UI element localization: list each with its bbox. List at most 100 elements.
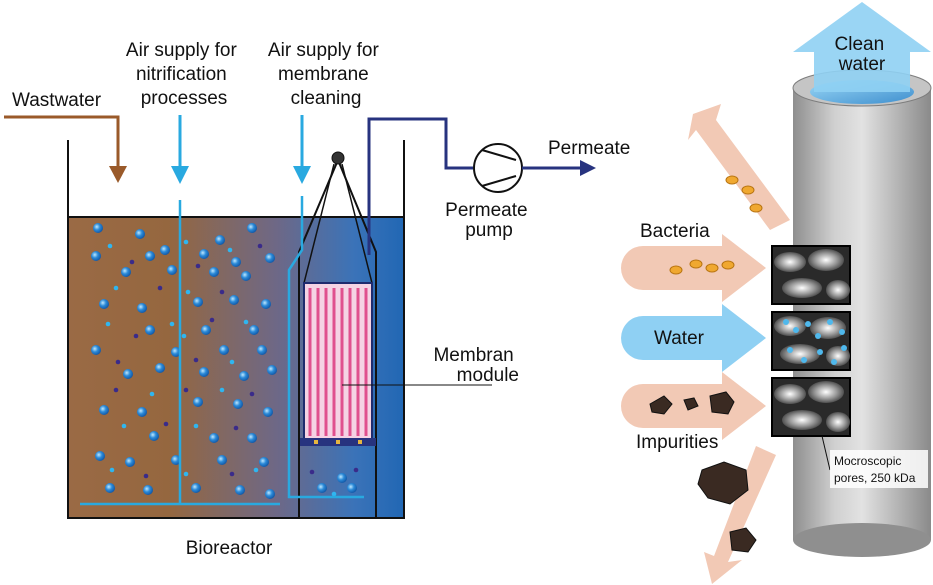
micro-particle: [115, 359, 121, 365]
air-bubble: [265, 253, 275, 263]
clean-water-arrow: [793, 2, 931, 92]
micro-particle: [133, 333, 139, 339]
air-bubble: [191, 483, 201, 493]
air-bubble: [235, 485, 245, 495]
micro-particle: [109, 467, 115, 473]
air-bubble: [219, 345, 229, 355]
membrane-air-pipe: [287, 196, 364, 499]
air-bubble: [99, 299, 109, 309]
air-bubble: [143, 485, 153, 495]
wastewater-label: Wastwater: [12, 90, 102, 111]
air-bubble: [167, 265, 177, 275]
micro-particle: [195, 263, 201, 269]
impurities-exit-arrow: [704, 446, 776, 584]
air-bubble: [217, 455, 227, 465]
air-bubble: [241, 271, 251, 281]
air-bubble: [265, 489, 275, 499]
air-bubble: [171, 455, 181, 465]
pump-symbol: [481, 149, 517, 187]
clean-water-label: Clean water: [835, 34, 890, 75]
micro-particle: [227, 247, 233, 253]
micro-particle: [185, 289, 191, 295]
permeate-pump-label: Permeate pump: [445, 200, 533, 241]
air-membrane-label: Air supply for membrane cleaning: [268, 40, 384, 109]
permeate-pipe: [367, 117, 473, 255]
impurities-label: Impurities: [636, 432, 718, 453]
air-bubbles: [91, 223, 359, 499]
air-bubble: [137, 303, 147, 313]
bacteria-exit-arrow: [688, 104, 790, 230]
micro-particle: [249, 391, 255, 397]
micro-particle: [229, 471, 235, 477]
air-bubble: [91, 345, 101, 355]
pores-leader-line: [821, 435, 831, 471]
micro-particle: [193, 423, 199, 429]
pore-square-impurities: [771, 377, 851, 437]
pore-square-water: [771, 311, 851, 371]
air-bubble: [263, 407, 273, 417]
air-bubble: [137, 407, 147, 417]
micro-particle: [257, 243, 263, 249]
membrane-module: [300, 282, 376, 446]
micro-particle: [219, 289, 225, 295]
micro-particle: [113, 285, 119, 291]
membrane-air-arrowhead: [293, 166, 311, 184]
micro-particle: [233, 425, 239, 431]
micro-particle: [331, 491, 337, 497]
air-bubble: [121, 267, 131, 277]
air-bubble: [247, 433, 257, 443]
air-bubble: [145, 325, 155, 335]
wastewater-arrowhead: [109, 166, 127, 183]
air-bubble: [267, 365, 277, 375]
micro-particle: [181, 333, 187, 339]
micro-particle: [105, 321, 111, 327]
air-bubble: [259, 457, 269, 467]
air-bubble: [199, 367, 209, 377]
air-bubble: [229, 295, 239, 305]
air-bubble: [155, 363, 165, 373]
air-bubble: [171, 347, 181, 357]
nitrification-air-arrowhead: [171, 166, 189, 184]
micro-particle: [309, 469, 315, 475]
air-bubble: [199, 249, 209, 259]
bioreactor-label: Bioreactor: [186, 538, 273, 559]
air-bubble: [317, 483, 327, 493]
micro-particle: [163, 421, 169, 427]
water-arrow: [621, 304, 766, 372]
micro-particle: [209, 317, 215, 323]
membrane-rope-left: [303, 163, 335, 284]
air-bubble: [160, 245, 170, 255]
micro-particle: [219, 387, 225, 393]
permeate-arrowhead: [580, 160, 596, 176]
pores-note-box: [830, 450, 928, 488]
air-nitrification-label: Air supply for nitrification processes: [126, 40, 242, 109]
micro-particle: [107, 243, 113, 249]
air-bubble: [247, 223, 257, 233]
micro-particle: [229, 359, 235, 365]
air-bubble: [209, 267, 219, 277]
air-bubble: [149, 431, 159, 441]
membrane-rope-right: [341, 163, 373, 284]
air-bubble: [215, 235, 225, 245]
micro-particle: [149, 391, 155, 397]
micro-particle: [157, 285, 163, 291]
pores-note-label: Mocroscopic pores, 250 kDa: [834, 454, 916, 485]
membrane-module-label: Membran module: [433, 345, 519, 386]
air-bubble: [95, 451, 105, 461]
air-bubble: [193, 397, 203, 407]
air-bubble: [239, 371, 249, 381]
air-bubble: [201, 325, 211, 335]
water-label: Water: [654, 328, 705, 349]
air-bubble: [123, 369, 133, 379]
micro-particle: [193, 357, 199, 363]
air-bubble: [105, 483, 115, 493]
air-bubble: [91, 251, 101, 261]
pore-square-bacteria: [771, 245, 851, 305]
air-bubble: [135, 229, 145, 239]
wastewater-pipe: [4, 115, 120, 170]
air-bubble: [261, 299, 271, 309]
permeate-pump: [473, 143, 523, 193]
air-bubble: [145, 251, 155, 261]
micro-particle: [143, 473, 149, 479]
